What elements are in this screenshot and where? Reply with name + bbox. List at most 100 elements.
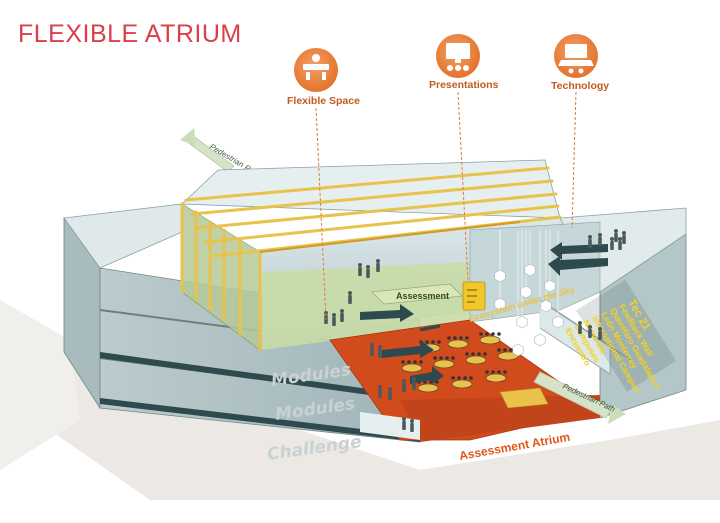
person-head: [378, 385, 382, 389]
page-title: FLEXIBLE ATRIUM: [18, 20, 242, 48]
seated-person: [433, 356, 437, 360]
seated-person: [509, 348, 513, 352]
pendant-light: [524, 263, 536, 277]
pendant-light: [540, 299, 552, 313]
person-body: [614, 233, 618, 242]
round-table: [465, 355, 487, 365]
person-head: [402, 379, 406, 383]
person-head: [610, 237, 614, 241]
pendant-light: [494, 297, 506, 311]
leader-lines: [315, 91, 577, 321]
person-head: [378, 345, 382, 349]
seated-person: [437, 340, 441, 344]
pendant-light: [534, 333, 546, 347]
slab-arrows: [419, 324, 441, 332]
seated-person: [503, 370, 507, 374]
seated-person: [413, 360, 417, 364]
person-head: [332, 313, 336, 317]
person-body: [402, 383, 406, 392]
seated-person: [453, 336, 457, 340]
pendant-light: [552, 315, 564, 329]
atrium-lower-floor: [400, 395, 600, 442]
round-table: [433, 359, 455, 369]
seated-person: [479, 332, 483, 336]
seated-person: [485, 370, 489, 374]
pendant-lights: [494, 230, 564, 357]
pendant-light: [516, 315, 528, 329]
slab-band-1: [100, 352, 420, 402]
seated-person: [491, 370, 495, 374]
seated-person: [471, 352, 475, 356]
round-table: [417, 383, 439, 393]
topic-flexible-space: Flexible Space: [287, 48, 360, 107]
topic-label-flexible-space: Flexible Space: [287, 95, 360, 107]
person-head: [598, 327, 602, 331]
topic-label-technology: Technology: [551, 80, 609, 92]
seated-person: [463, 376, 467, 380]
person-head: [412, 377, 416, 381]
person-body: [598, 237, 602, 246]
round-table: [401, 363, 423, 373]
seated-person: [477, 352, 481, 356]
person-body: [378, 349, 382, 358]
person-head: [366, 265, 370, 269]
round-table: [479, 335, 501, 345]
seated-person: [469, 376, 473, 380]
person-body: [410, 423, 414, 432]
people-silhouettes: [324, 229, 626, 432]
seated-person: [425, 340, 429, 344]
pendant-light: [544, 279, 556, 293]
seated-person: [419, 360, 423, 364]
person-head: [578, 321, 582, 325]
seated-person: [497, 332, 501, 336]
person-body: [366, 269, 370, 278]
seated-person: [503, 348, 507, 352]
round-table: [485, 373, 507, 383]
seated-person: [401, 360, 405, 364]
person-body: [340, 313, 344, 322]
round-table: [447, 339, 469, 349]
person-head: [588, 325, 592, 329]
person-body: [370, 347, 374, 356]
seated-person: [451, 376, 455, 380]
person-head: [340, 309, 344, 313]
pendant-light: [512, 343, 524, 357]
flow-arrows: [360, 242, 608, 384]
ground-shadow-left: [0, 300, 80, 470]
seated-person: [485, 332, 489, 336]
person-body: [412, 381, 416, 390]
person-head: [388, 387, 392, 391]
seated-person: [431, 340, 435, 344]
person-body: [332, 317, 336, 326]
person-head: [622, 231, 626, 235]
ground-shadow: [0, 330, 720, 500]
roof-louver-edge: [259, 221, 521, 253]
seated-person: [457, 376, 461, 380]
pendant-light: [494, 269, 506, 283]
seated-person: [491, 332, 495, 336]
person-head: [402, 417, 406, 421]
seated-person: [497, 348, 501, 352]
feedback-wall: [576, 279, 677, 392]
stage-podium: [499, 387, 549, 409]
seated-person: [465, 352, 469, 356]
person-head: [588, 235, 592, 239]
seated-person: [447, 336, 451, 340]
seated-person: [407, 360, 411, 364]
seated-person: [465, 336, 469, 340]
person-head: [598, 233, 602, 237]
person-body: [348, 295, 352, 304]
assessment-board-label: Assessment: [396, 291, 449, 301]
person-head: [618, 237, 622, 241]
person-body: [588, 239, 592, 248]
person-body: [598, 331, 602, 340]
slab-band-2: [100, 398, 420, 442]
topic-technology: Technology: [551, 34, 609, 92]
person-head: [358, 263, 362, 267]
pendant-light: [520, 285, 532, 299]
person-body: [402, 421, 406, 430]
seated-person: [497, 370, 501, 374]
seated-person: [451, 356, 455, 360]
person-body: [622, 235, 626, 244]
